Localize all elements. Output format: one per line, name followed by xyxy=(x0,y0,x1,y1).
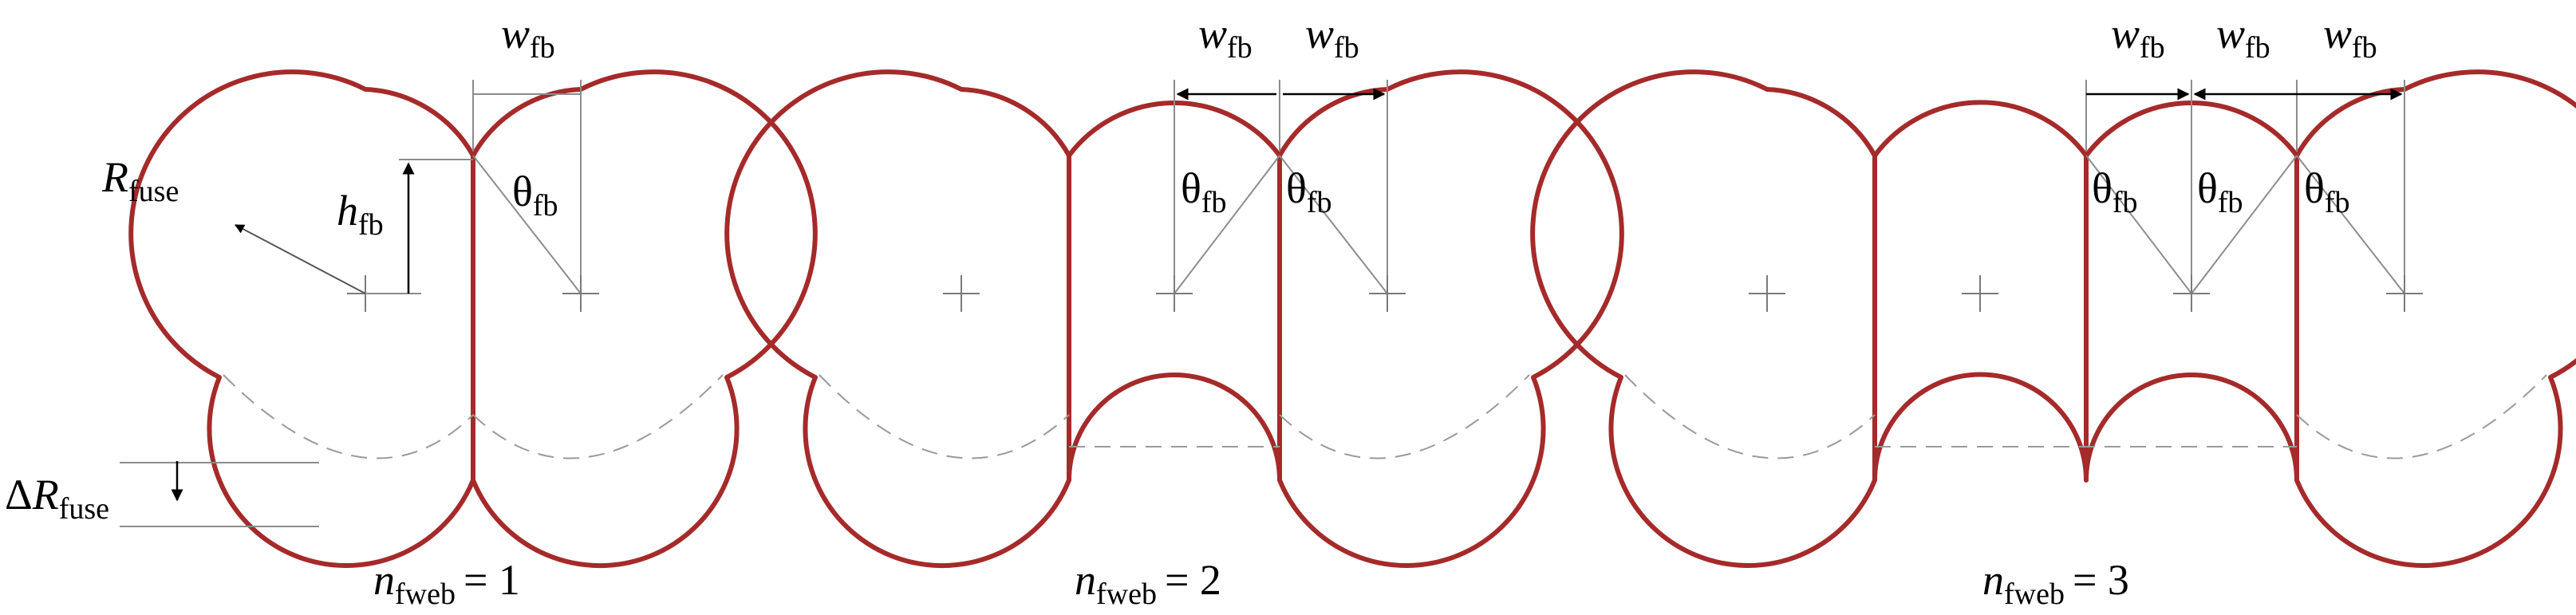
w-fb-label: wfb xyxy=(2111,10,2165,65)
panel-3: wfb wfb wfb θfb θfb θfb nfweb= 3 xyxy=(1530,10,2576,611)
n-fweb-label: nfweb= 2 xyxy=(1075,556,1221,611)
center-cross xyxy=(1156,275,1193,312)
w-fb-label: wfb xyxy=(2216,10,2270,65)
theta-guide xyxy=(1279,155,1388,294)
w-fb-label: wfb xyxy=(501,10,555,65)
center-cross xyxy=(943,275,980,312)
center-cross xyxy=(1369,275,1406,312)
w-fb-label: wfb xyxy=(2323,10,2377,65)
theta-fb-label: θfb xyxy=(2304,164,2350,219)
lower-lobe-arc-dashed xyxy=(819,374,1070,459)
center-cross xyxy=(1749,275,1785,312)
theta-guide xyxy=(2191,155,2298,294)
lower-lobe-arc-dashed xyxy=(1624,374,1876,459)
lower-lobe-arc-dashed xyxy=(472,374,724,459)
theta-guide xyxy=(2085,155,2192,294)
theta-fb-label: θfb xyxy=(2092,164,2138,219)
r-arrow xyxy=(234,224,366,294)
theta-fb-label: θfb xyxy=(512,168,558,223)
r-fuse-label: Rfuse xyxy=(101,153,179,208)
center-cross xyxy=(2173,275,2210,312)
fuselage-outline xyxy=(724,69,1624,569)
delta-r-fuse-label: ΔRfuse xyxy=(5,471,109,526)
w-fb-label: wfb xyxy=(1198,10,1252,65)
w-fb-label: wfb xyxy=(1305,10,1359,65)
theta-fb-label: θfb xyxy=(2197,164,2243,219)
center-cross xyxy=(562,275,599,312)
lower-lobe-arc-dashed xyxy=(223,374,474,459)
panel-2: wfb wfb θfb θfb nfweb= 2 xyxy=(724,10,1624,611)
n-fweb-label: nfweb= 3 xyxy=(1982,556,2129,611)
fuselage-outline xyxy=(1530,69,2576,569)
center-cross xyxy=(2386,275,2423,312)
theta-fb-label: θfb xyxy=(1286,164,1332,219)
lower-lobe-arc-dashed xyxy=(1279,374,1530,459)
center-cross xyxy=(1962,275,1998,312)
theta-guide xyxy=(1174,155,1280,294)
theta-fb-label: θfb xyxy=(1181,164,1227,219)
theta-guide xyxy=(472,155,582,294)
n-fweb-label: nfweb= 1 xyxy=(373,556,520,611)
h-fb-label: hfb xyxy=(337,187,384,242)
theta-guide xyxy=(2296,155,2405,294)
lower-lobe-arc-dashed xyxy=(2296,374,2547,459)
panel-1: wfb θfb hfb Rfuse ΔRfuse nfweb= 1 xyxy=(5,10,818,611)
